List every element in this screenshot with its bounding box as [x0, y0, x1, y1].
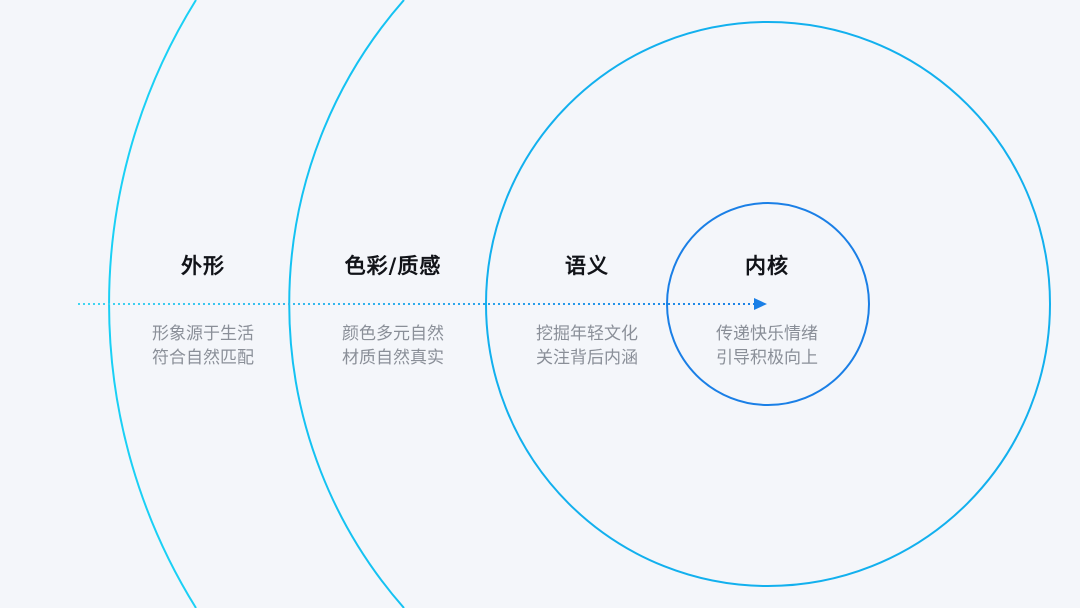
outer-ring	[108, 0, 197, 608]
layer-desc-semantics-1: 挖掘年轻文化	[536, 324, 638, 344]
middle-ring	[288, 0, 405, 608]
layer-title-shape: 外形	[181, 254, 225, 278]
arrow-head	[754, 298, 767, 310]
layer-desc-core-1: 传递快乐情绪	[716, 324, 818, 344]
layer-desc-color-1: 颜色多元自然	[342, 324, 444, 344]
layer-title-color: 色彩/质感	[344, 254, 442, 278]
layer-title-core: 内核	[745, 254, 789, 278]
layer-desc-color-2: 材质自然真实	[342, 348, 444, 368]
core-ring	[666, 202, 870, 406]
layer-desc-shape-2: 符合自然匹配	[152, 348, 254, 368]
layer-desc-shape-1: 形象源于生活	[152, 324, 254, 344]
layer-desc-semantics-2: 关注背后内涵	[536, 348, 638, 368]
layer-title-semantics: 语义	[565, 254, 609, 278]
layer-desc-core-2: 引导积极向上	[716, 348, 818, 368]
inner-ring	[485, 21, 1051, 587]
